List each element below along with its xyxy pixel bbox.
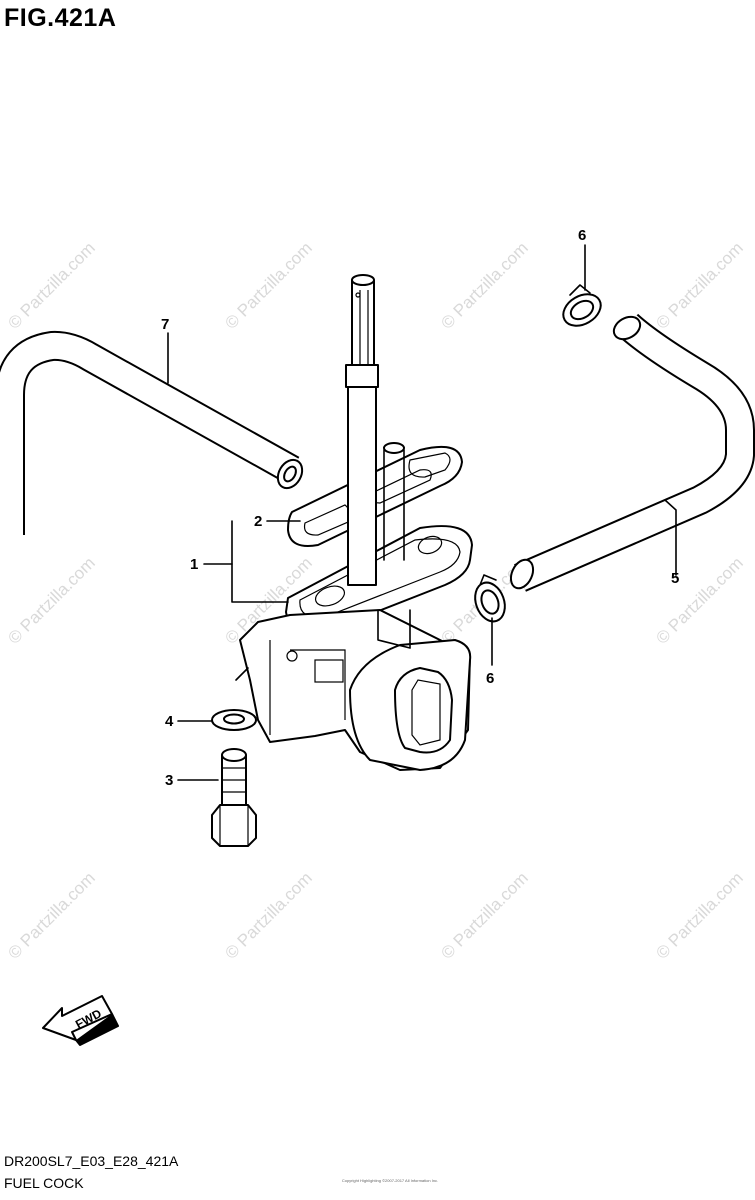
bolt-3 bbox=[211, 748, 257, 847]
watermark-text: © Partzilla.com bbox=[221, 238, 315, 332]
watermark-text: © Partzilla.com bbox=[437, 238, 531, 332]
fuel-hose-5 bbox=[509, 313, 755, 592]
watermark-text: © Partzilla.com bbox=[652, 238, 746, 332]
leader-lines bbox=[167, 244, 677, 781]
callout-6-lower: 6 bbox=[486, 670, 494, 687]
callout-3: 3 bbox=[165, 772, 173, 789]
figure-title: FIG.421A bbox=[4, 4, 117, 32]
figure-name: FUEL COCK bbox=[4, 1175, 84, 1191]
hose-clamp-6-upper bbox=[562, 284, 602, 327]
callout-6-upper: 6 bbox=[578, 227, 586, 244]
watermark-text: © Partzilla.com bbox=[4, 868, 98, 962]
hose-clamp-6-lower bbox=[474, 574, 506, 623]
fuel-cock-1 bbox=[235, 274, 473, 771]
watermark-text: © Partzilla.com bbox=[652, 553, 746, 647]
callout-2: 2 bbox=[254, 513, 262, 530]
callout-4: 4 bbox=[165, 713, 174, 730]
callout-7: 7 bbox=[161, 316, 169, 333]
copyright-note: Copyright Highlighting ©2007-2017 All In… bbox=[341, 1178, 439, 1183]
watermark-text: © Partzilla.com bbox=[437, 868, 531, 962]
figure-code: DR200SL7_E03_E28_421A bbox=[4, 1153, 179, 1169]
fwd-arrow-icon: FWD bbox=[42, 995, 119, 1046]
fuel-hose-7 bbox=[0, 330, 304, 535]
watermark-text: © Partzilla.com bbox=[221, 868, 315, 962]
watermark-text: © Partzilla.com bbox=[652, 868, 746, 962]
watermark-text: © Partzilla.com bbox=[4, 553, 98, 647]
washer-4 bbox=[211, 709, 257, 731]
callout-1: 1 bbox=[190, 556, 198, 573]
watermark-text: © Partzilla.com bbox=[4, 238, 98, 332]
callout-5: 5 bbox=[671, 570, 679, 587]
